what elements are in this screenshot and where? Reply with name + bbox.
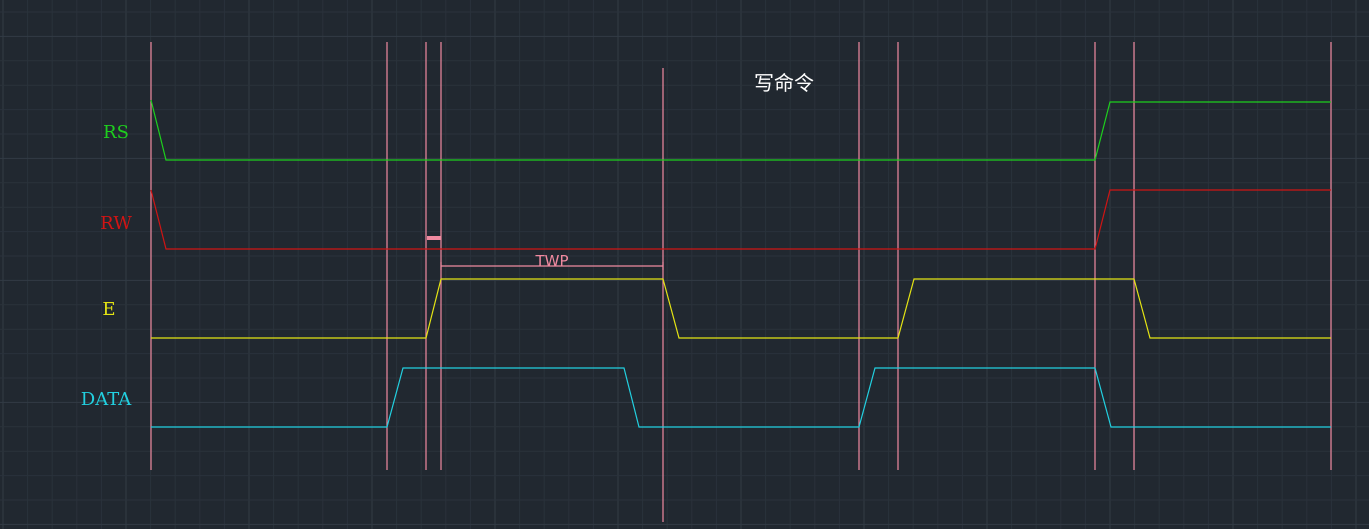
signal-label-e: E xyxy=(102,299,115,320)
signal-label-rs: RS xyxy=(103,122,129,143)
signal-labels: RS RW E DATA xyxy=(81,122,133,410)
signal-waveforms xyxy=(150,99,1331,428)
rs-waveform xyxy=(150,99,1331,161)
timing-markers xyxy=(150,42,1332,522)
rw-waveform xyxy=(150,189,1331,250)
data-waveform xyxy=(151,367,1331,428)
e-waveform xyxy=(151,278,1331,339)
twp-label: TWP xyxy=(534,252,568,270)
signal-label-data: DATA xyxy=(81,389,132,410)
twp-dimension: TWP xyxy=(440,252,664,270)
signal-label-rw: RW xyxy=(100,213,132,234)
diagram-title: 写命令 xyxy=(754,71,814,95)
setup-time-marker xyxy=(427,236,441,240)
